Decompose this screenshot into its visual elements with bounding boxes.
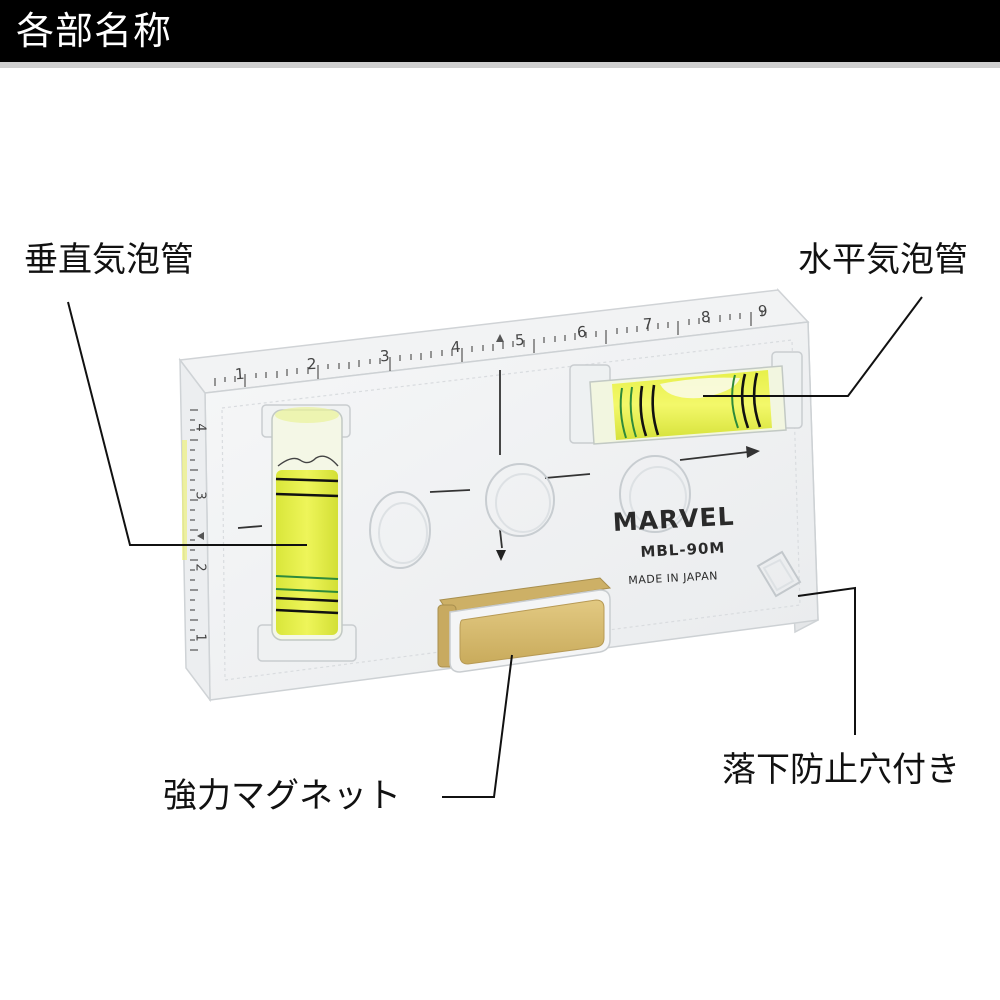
leader-lines [67,296,923,798]
magnet [437,577,612,673]
side-ruler-mark: 4 [192,423,208,432]
horizontal-vial [569,351,803,445]
ruler-mark: 4 [450,337,462,357]
right-arrow-icon [746,446,760,458]
leader-horizontal-vial [703,296,923,397]
label-vertical-vial: 垂直気泡管 [24,240,194,280]
ruler-mark: 5 [514,330,526,350]
drop-prevention-hole [756,550,802,598]
acrylic-holes [369,455,691,569]
page-title: 各部名称 [16,9,173,53]
side-ruler-mark: 2 [192,563,208,572]
top-ruler [214,310,763,387]
side-ruler [190,409,198,651]
ruler-mark: 8 [700,307,712,327]
header-divider [0,62,1000,68]
label-magnet: 強力マグネット [163,776,401,816]
label-drop-prevention-hole: 落下防止穴付き [722,750,960,790]
leader-vertical-vial [67,301,307,546]
leader-magnet [442,654,513,798]
header-bar: 各部名称 [0,0,1000,62]
ruler-mark: 3 [379,346,391,366]
ruler-mark: 2 [306,354,318,374]
side-ruler-mark: 3 [192,491,208,500]
ruler-mark: 1 [234,364,246,384]
ruler-mark: 7 [642,314,654,334]
label-horizontal-vial: 水平気泡管 [798,240,968,280]
side-ruler-mark: 1 [192,633,208,642]
ruler-mark: 6 [576,322,588,342]
side-vial-reflection [182,440,187,560]
vertical-vial [257,404,357,662]
down-arrow-icon [496,550,506,561]
center-markers [197,334,760,561]
ruler-mark: 9 [757,301,769,321]
leader-drop-hole [797,586,856,735]
